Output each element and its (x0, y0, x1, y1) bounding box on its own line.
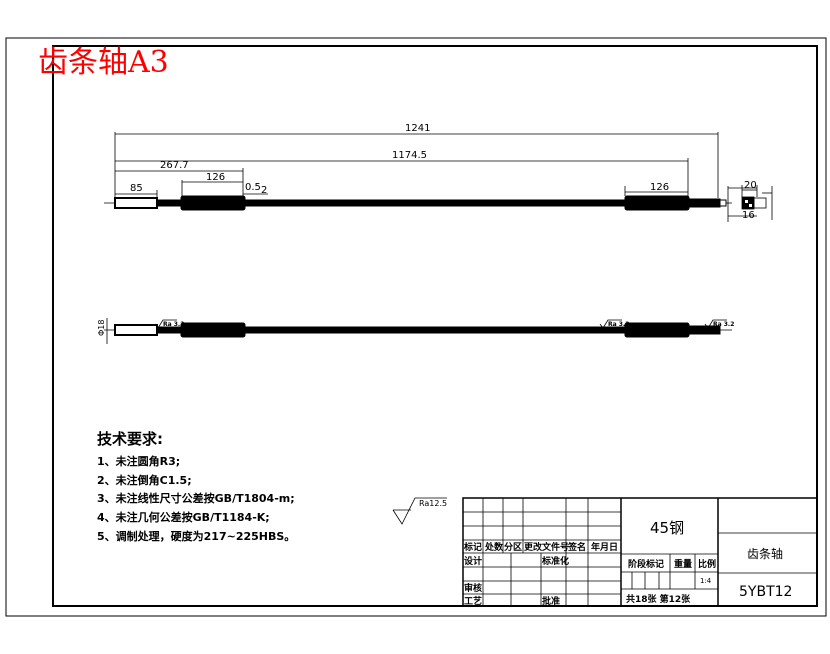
header-date: 年月日 (591, 541, 618, 553)
shaft-top-view (104, 318, 732, 344)
roughness-marks: Ra 3.2 Ra 3.2 Ra 3.2 (154, 319, 734, 329)
label-approve: 批准 (542, 595, 560, 607)
scale-value: 1:4 (700, 577, 712, 585)
outer-border (5, 37, 827, 617)
dim-right-tooth: 126 (650, 182, 669, 193)
label-check: 审核 (464, 582, 482, 594)
dim-left-offset: 267.7 (160, 160, 189, 171)
drawing-title: 齿条轴A3 (38, 45, 169, 80)
label-design: 设计 (464, 555, 482, 567)
title-block (462, 497, 818, 607)
dimension-lines (114, 132, 719, 200)
shaft-front-view (104, 195, 732, 211)
label-scale: 比例 (698, 558, 716, 570)
requirement-item: 2、未注倒角C1.5; (97, 473, 192, 487)
label-standard: 标准化 (541, 555, 569, 567)
header-zone: 分区 (504, 541, 522, 553)
inner-border (52, 45, 818, 607)
roughness-default-symbol (392, 497, 447, 525)
material: 45钢 (650, 519, 684, 537)
requirements-heading: 技术要求: (97, 430, 163, 448)
dim-end-height: 16 (742, 210, 755, 221)
roughness-mark: Ra 3.2 (163, 321, 184, 328)
dim-left-end: 85 (130, 183, 143, 194)
drawing-number: 5YBT12 (739, 584, 792, 600)
dim-left-tooth: 126 (206, 172, 225, 183)
header-signature: 签名 (567, 541, 586, 553)
dim-step: 2 (261, 185, 267, 196)
requirement-item: 3、未注线性尺寸公差按GB/T1804-m; (97, 491, 295, 505)
sheet-count: 共18张 第12张 (626, 593, 691, 605)
part-name: 齿条轴 (747, 546, 783, 561)
requirement-item: 1、未注圆角R3; (97, 454, 180, 468)
label-stage: 阶段标记 (628, 558, 664, 570)
roughness-mark: Ra 3.2 (608, 321, 629, 328)
requirement-item: 5、调制处理，硬度为217~225HBS。 (97, 529, 295, 543)
roughness-mark: Ra 3.2 (713, 321, 734, 328)
dim-span: 1174.5 (392, 150, 427, 161)
header-change-doc: 更改文件号 (524, 541, 569, 553)
requirement-item: 4、未注几何公差按GB/T1184-K; (97, 510, 270, 524)
label-process: 工艺 (464, 595, 482, 607)
dim-end-width: 20 (744, 180, 757, 191)
dim-gap: 0.5 (245, 182, 261, 193)
dim-overall: 1241 (405, 123, 430, 134)
dim-left-dia: Φ18 (97, 320, 106, 336)
header-mark: 标记 (463, 541, 482, 553)
end-view (727, 185, 773, 222)
header-count: 处数 (484, 541, 504, 553)
roughness-default: Ra12.5 (419, 499, 447, 508)
label-weight: 重量 (674, 558, 692, 570)
